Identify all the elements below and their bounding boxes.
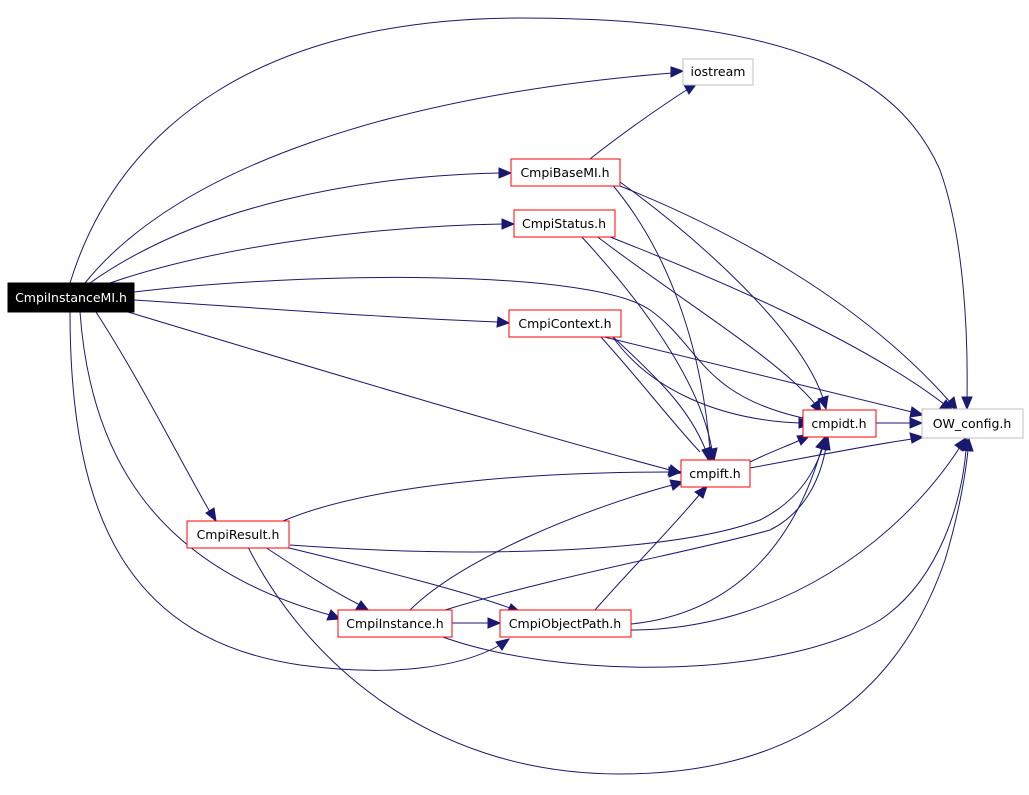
edge-root-cmpidt xyxy=(133,276,804,419)
arrow-context-owconfig xyxy=(909,406,925,418)
edge-result-owconfig xyxy=(247,449,969,775)
node-context-label: CmpiContext.h xyxy=(518,316,611,331)
edge-root-context xyxy=(133,299,499,323)
node-instance-label: CmpiInstance.h xyxy=(346,616,443,631)
node-result-label: CmpiResult.h xyxy=(197,527,280,542)
node-result[interactable]: CmpiResult.h xyxy=(186,520,290,549)
edges xyxy=(69,17,974,775)
node-cmpift[interactable]: cmpift.h xyxy=(680,459,751,488)
arrow-objpath-cmpidt xyxy=(815,435,827,451)
arrow-basemi-cmpidt xyxy=(817,395,829,411)
edge-result-objpath xyxy=(284,546,511,609)
node-root-label: CmpiInstanceMI.h xyxy=(15,290,127,305)
edge-basemi-iostream xyxy=(589,88,689,160)
node-cmpidt[interactable]: cmpidt.h xyxy=(802,409,877,438)
arrow-root-owconfig xyxy=(961,396,973,411)
node-context[interactable]: CmpiContext.h xyxy=(508,309,622,338)
edge-result-instance xyxy=(264,546,361,606)
arrow-root-basemi xyxy=(498,167,513,179)
edge-instance-owconfig xyxy=(439,449,967,668)
edge-context-cmpift xyxy=(611,335,707,452)
arrow-result-cmpift xyxy=(668,466,683,478)
node-status[interactable]: CmpiStatus.h xyxy=(513,209,616,238)
edge-root-result xyxy=(95,311,211,513)
edge-status-cmpidt xyxy=(594,234,816,405)
arrow-context-cmpift xyxy=(701,446,712,463)
node-iostream-label: iostream xyxy=(691,64,746,79)
node-cmpift-label: cmpift.h xyxy=(689,466,740,481)
node-cmpidt-label: cmpidt.h xyxy=(811,416,866,431)
node-owconfig-label: OW_config.h xyxy=(933,416,1012,431)
edge-root-cmpift xyxy=(127,311,671,471)
arrow-objpath-cmpift xyxy=(694,485,708,499)
edge-context-cmpidt xyxy=(611,335,801,424)
edge-status-owconfig xyxy=(604,234,945,405)
edge-basemi-owconfig xyxy=(619,185,951,403)
arrow-root-objpath xyxy=(495,638,511,651)
edge-cmpift-owconfig xyxy=(749,438,913,469)
edge-context-cmpift-2 xyxy=(599,335,701,453)
node-objpath[interactable]: CmpiObjectPath.h xyxy=(499,609,632,638)
edge-instance-cmpidt xyxy=(444,446,827,611)
edge-basemi-cmpift xyxy=(609,181,711,451)
node-basemi[interactable]: CmpiBaseMI.h xyxy=(510,158,621,187)
edge-objpath-cmpift xyxy=(594,493,701,611)
edge-status-cmpift xyxy=(579,234,713,451)
arrow-root-instance xyxy=(326,609,342,621)
node-basemi-label: CmpiBaseMI.h xyxy=(520,165,609,180)
edge-context-owconfig xyxy=(599,335,913,413)
node-owconfig[interactable]: OW_config.h xyxy=(921,408,1024,439)
arrow-basemi-owconfig xyxy=(945,396,958,411)
arrow-cmpift-owconfig xyxy=(909,432,925,444)
edge-cmpift-cmpidt xyxy=(749,439,801,463)
node-instance[interactable]: CmpiInstance.h xyxy=(337,609,453,638)
edge-root-owconfig xyxy=(69,17,968,399)
arrow-cmpidt-owconfig xyxy=(909,417,924,429)
edge-root-instance xyxy=(79,311,331,616)
edge-basemi-cmpidt xyxy=(619,181,824,399)
node-root[interactable]: CmpiInstanceMI.h xyxy=(7,282,135,313)
edge-root-objpath xyxy=(69,311,501,671)
arrow-instance-objpath xyxy=(487,617,502,629)
edge-objpath-cmpidt xyxy=(630,446,823,625)
arrow-root-result xyxy=(205,507,217,523)
edge-result-cmpidt xyxy=(289,446,824,553)
nodes: CmpiInstanceMI.h iostream CmpiBaseMI.h C… xyxy=(7,58,1024,638)
node-objpath-label: CmpiObjectPath.h xyxy=(509,616,621,631)
node-iostream[interactable]: iostream xyxy=(682,58,754,86)
arrow-root-iostream xyxy=(670,66,685,78)
edge-result-cmpift xyxy=(282,471,671,522)
arrow-instance-cmpift xyxy=(669,479,685,491)
arrow-root-context xyxy=(496,316,511,328)
edge-root-basemi xyxy=(89,172,501,284)
arrow-root-status xyxy=(501,218,516,230)
arrow-objpath-owconfig xyxy=(954,436,967,452)
edge-root-iostream xyxy=(84,72,673,284)
edge-objpath-owconfig xyxy=(630,446,961,631)
edge-root-status xyxy=(109,223,504,284)
edge-instance-cmpift xyxy=(409,484,673,611)
node-status-label: CmpiStatus.h xyxy=(522,216,606,231)
